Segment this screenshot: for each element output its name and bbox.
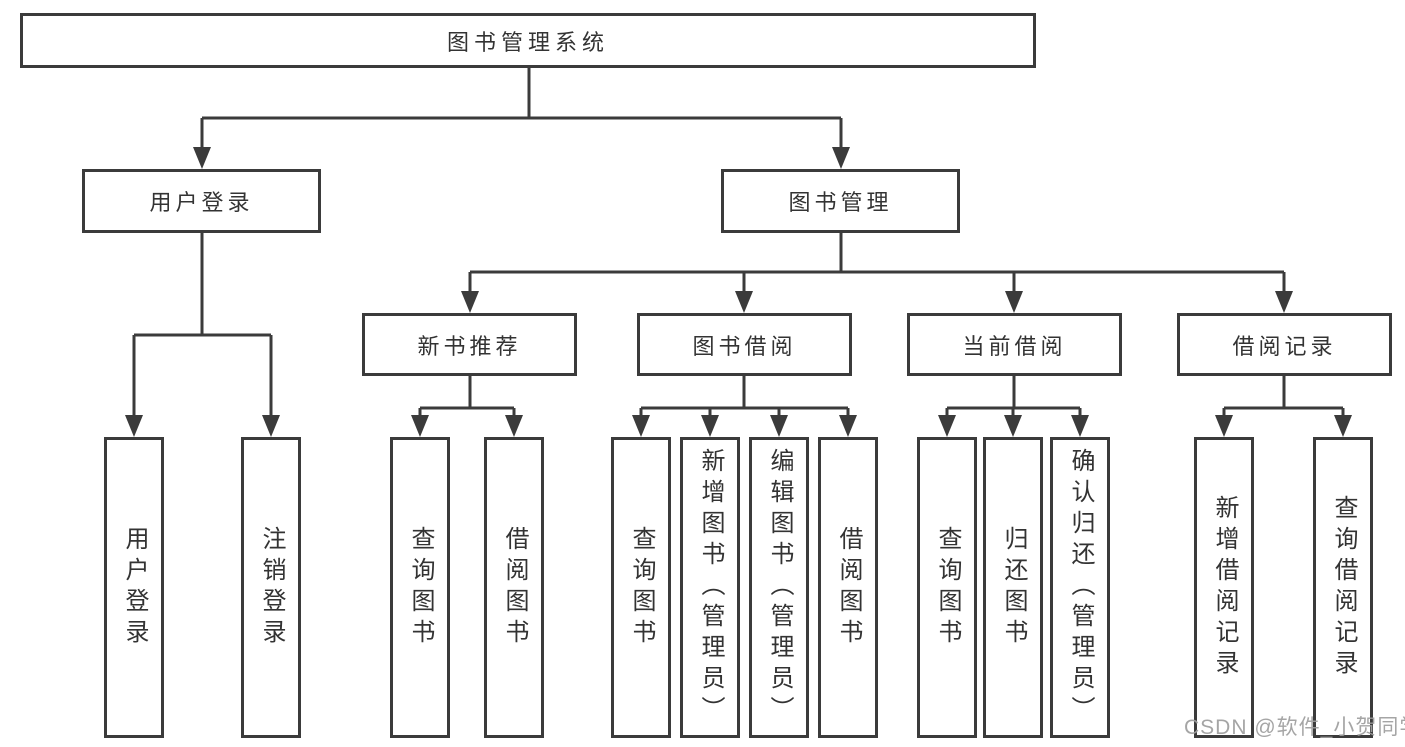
node-label: 新书推荐	[417, 333, 522, 359]
arrow-down-icon	[1215, 415, 1233, 437]
arrow-down-icon	[1004, 415, 1022, 437]
node-user-login: 用户登录	[82, 169, 321, 233]
leaf-label: 注销登录	[258, 525, 285, 650]
leaf-label: 归还图书	[1000, 525, 1027, 650]
leaf-logout: 注销登录	[241, 437, 301, 738]
arrow-down-icon	[839, 415, 857, 437]
leaf-confirm-return-admin: 确认归还（管理员）	[1050, 437, 1110, 738]
arrow-down-icon	[735, 291, 753, 313]
arrow-down-icon	[1275, 291, 1293, 313]
leaf-user-login: 用户登录	[104, 437, 164, 738]
leaf-add-books-admin: 新增图书（管理员）	[680, 437, 740, 738]
leaf-label: 借阅图书	[835, 525, 862, 650]
leaf-query-books: 查询图书	[917, 437, 977, 738]
node-current-borrow: 当前借阅	[907, 313, 1122, 376]
leaf-label: 新增借阅记录	[1211, 494, 1238, 681]
leaf-label: 确认归还（管理员）	[1067, 448, 1094, 727]
arrow-down-icon	[1334, 415, 1352, 437]
leaf-add-borrow-record: 新增借阅记录	[1194, 437, 1254, 738]
node-label: 借阅记录	[1232, 333, 1337, 359]
arrow-down-icon	[505, 415, 523, 437]
leaf-label: 借阅图书	[501, 525, 528, 650]
leaf-label: 查询图书	[407, 525, 434, 650]
node-borrow-records: 借阅记录	[1177, 313, 1392, 376]
arrow-down-icon	[1005, 291, 1023, 313]
node-book-borrow: 图书借阅	[637, 313, 852, 376]
node-label: 当前借阅	[962, 333, 1067, 359]
arrow-down-icon	[832, 147, 850, 169]
leaf-query-borrow-record: 查询借阅记录	[1313, 437, 1373, 738]
node-label: 图书管理	[788, 190, 893, 215]
leaf-borrow-books: 借阅图书	[818, 437, 878, 738]
leaf-label: 新增图书（管理员）	[697, 448, 724, 727]
node-new-book-recommend: 新书推荐	[362, 313, 577, 376]
leaf-borrow-books: 借阅图书	[484, 437, 544, 738]
csdn-watermark: CSDN @软件_小贺同学	[1184, 716, 1405, 739]
leaf-label: 编辑图书（管理员）	[766, 448, 793, 727]
arrow-down-icon	[1071, 415, 1089, 437]
node-root-label: 图书管理系统	[446, 29, 609, 55]
arrow-down-icon	[461, 291, 479, 313]
leaf-label: 查询图书	[934, 525, 961, 650]
arrow-down-icon	[125, 415, 143, 437]
arrow-down-icon	[411, 415, 429, 437]
arrow-down-icon	[262, 415, 280, 437]
leaf-edit-books-admin: 编辑图书（管理员）	[749, 437, 809, 738]
node-label: 图书借阅	[692, 333, 797, 359]
leaf-label: 用户登录	[121, 525, 148, 650]
arrowheads	[125, 147, 1352, 437]
node-root-system: 图书管理系统	[20, 13, 1036, 68]
arrow-down-icon	[701, 415, 719, 437]
leaf-label: 查询借阅记录	[1330, 494, 1357, 681]
node-book-management: 图书管理	[721, 169, 960, 233]
leaf-label: 查询图书	[628, 525, 655, 650]
arrow-down-icon	[193, 147, 211, 169]
arrow-down-icon	[938, 415, 956, 437]
arrow-down-icon	[632, 415, 650, 437]
leaf-query-books: 查询图书	[390, 437, 450, 738]
leaf-query-books: 查询图书	[611, 437, 671, 738]
arrow-down-icon	[770, 415, 788, 437]
node-label: 用户登录	[149, 190, 254, 215]
leaf-return-books: 归还图书	[983, 437, 1043, 738]
